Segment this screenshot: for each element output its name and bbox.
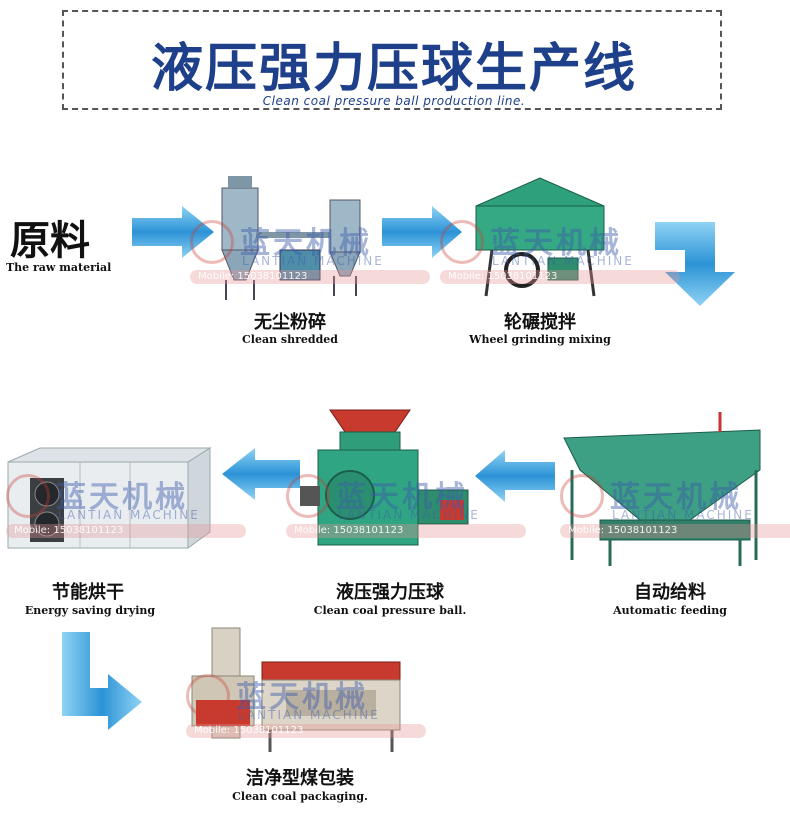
step-dry-zh: 节能烘干	[52, 582, 124, 603]
watermark-brand: 蓝天机械	[236, 680, 368, 715]
watermark-4: 蓝天机械 LANTIAN MACHINE Mobile: 15038101123	[286, 468, 526, 538]
watermark-brand: 蓝天机械	[610, 480, 742, 515]
watermark-brand-en: LANTIAN MACHINE	[338, 508, 480, 522]
watermark-6: 蓝天机械 LANTIAN MACHINE Mobile: 15038101123	[186, 668, 426, 738]
watermark-phone: Mobile: 15038101123	[286, 524, 526, 538]
watermark-brand: 蓝天机械	[336, 480, 468, 515]
page-title: 液压强力压球生产线	[150, 39, 637, 99]
step-dry-en: Energy saving drying	[24, 604, 156, 617]
step-feed-en: Automatic feeding	[613, 604, 727, 617]
logo-icon	[560, 474, 604, 518]
step-shred-zh: 无尘粉碎	[254, 312, 326, 333]
logo-icon	[190, 220, 234, 264]
watermark-phone: Mobile: 15038101123	[190, 270, 430, 284]
crusher-machine-illustration	[221, 176, 361, 300]
watermark-brand: 蓝天机械	[240, 226, 372, 261]
raw-material-label-en: The raw material	[6, 261, 112, 274]
step-pack-zh: 洁净型煤包装	[246, 768, 354, 789]
step-mix-en: Wheel grinding mixing	[469, 333, 611, 346]
watermark-3: 蓝天机械 LANTIAN MACHINE Mobile: 15038101123	[6, 468, 246, 538]
arrow-mix-to-feed	[655, 222, 735, 306]
watermark-brand: 蓝天机械	[56, 480, 188, 515]
logo-icon	[286, 474, 330, 518]
logo-icon	[440, 220, 484, 264]
watermark-brand-en: LANTIAN MACHINE	[242, 254, 384, 268]
arrow-dry-to-pack	[62, 632, 142, 730]
step-press-en: Clean coal pressure ball.	[313, 604, 467, 617]
watermark-phone: Mobile: 15038101123	[186, 724, 426, 738]
step-press-zh: 液压强力压球	[336, 582, 444, 603]
logo-icon	[186, 674, 230, 718]
step-mix-zh: 轮碾搅拌	[504, 312, 576, 333]
watermark-2: 蓝天机械 LANTIAN MACHINE Mobile: 15038101123	[440, 214, 680, 284]
feeder-machine-illustration	[563, 412, 761, 566]
watermark-phone: Mobile: 15038101123	[440, 270, 680, 284]
arrow-feed-to-press	[475, 450, 555, 502]
watermark-brand-en: LANTIAN MACHINE	[492, 254, 634, 268]
watermark-phone: Mobile: 15038101123	[560, 524, 790, 538]
page-subtitle: Clean coal pressure ball production line…	[262, 94, 526, 108]
arrow-press-to-dry	[222, 448, 300, 500]
watermark-5: 蓝天机械 LANTIAN MACHINE Mobile: 15038101123	[560, 468, 790, 538]
watermark-brand-en: LANTIAN MACHINE	[238, 708, 380, 722]
raw-material-label-zh: 原料	[10, 218, 90, 264]
title-banner: 液压强力压球生产线 Clean coal pressure ball produ…	[62, 10, 722, 110]
step-pack-en: Clean coal packaging.	[232, 790, 368, 803]
step-feed-zh: 自动给料	[634, 582, 706, 603]
step-shred-en: Clean shredded	[242, 333, 338, 346]
watermark-1: 蓝天机械 LANTIAN MACHINE Mobile: 15038101123	[190, 214, 430, 284]
watermark-phone: Mobile: 15038101123	[6, 524, 246, 538]
watermark-brand: 蓝天机械	[490, 226, 622, 261]
logo-icon	[6, 474, 50, 518]
mixer-machine-illustration	[475, 177, 605, 297]
watermark-brand-en: LANTIAN MACHINE	[612, 508, 754, 522]
packaging-machine-illustration	[191, 627, 401, 752]
watermark-brand-en: LANTIAN MACHINE	[58, 508, 200, 522]
